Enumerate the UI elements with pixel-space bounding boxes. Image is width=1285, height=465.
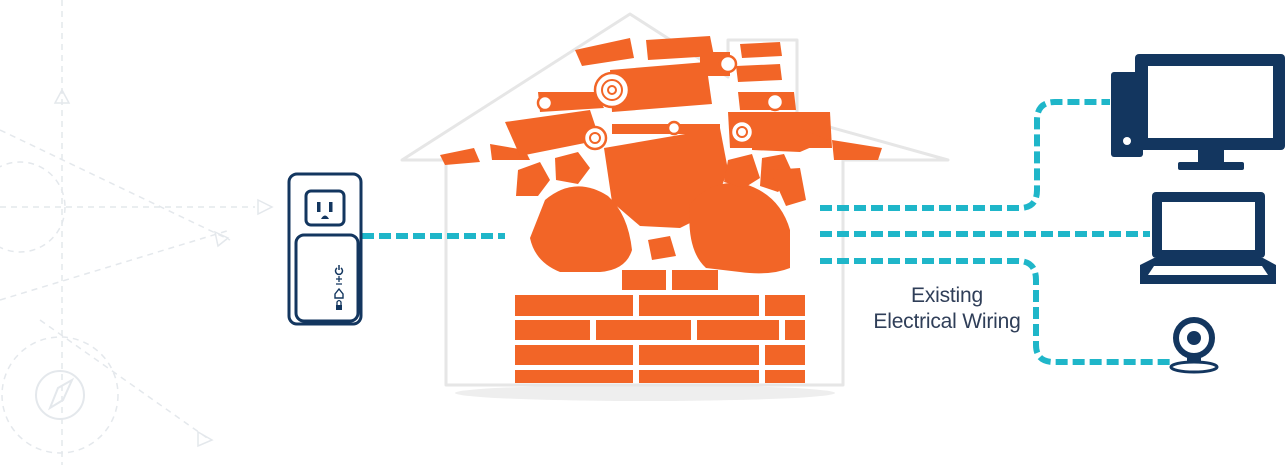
- laptop-icon: [1140, 192, 1276, 284]
- desktop-computer-icon: [1111, 54, 1285, 170]
- existing-wiring-label: Existing Electrical Wiring: [862, 283, 1032, 335]
- powerline-adapter-icon: [296, 235, 358, 321]
- compass-icon: [36, 371, 84, 419]
- webcam-icon: [1171, 320, 1217, 372]
- label-line-1: Existing: [862, 283, 1032, 309]
- label-line-2: Electrical Wiring: [862, 309, 1032, 335]
- house-shadow: [455, 385, 835, 401]
- background-arrows: [55, 90, 272, 446]
